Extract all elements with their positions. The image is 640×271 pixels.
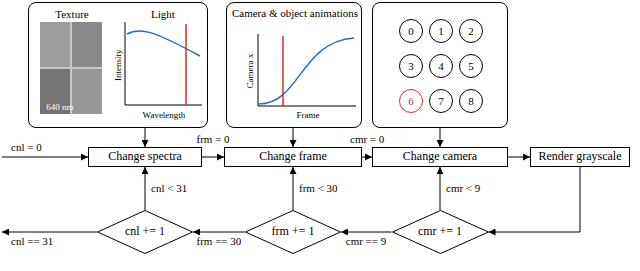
camera-circle: 5 — [459, 54, 483, 78]
plot-axes — [125, 22, 202, 105]
process-box: Change camera — [372, 147, 508, 167]
texture-image — [40, 22, 102, 114]
flow-arrow — [145, 128, 146, 147]
diamond-shape — [98, 211, 193, 254]
callout-number: 5 — [468, 60, 474, 73]
texture-tile — [72, 22, 102, 67]
panel-text: Wavelength — [143, 110, 186, 120]
plot-axes — [258, 34, 356, 106]
flow-arrow — [489, 167, 581, 232]
callout-number: 6 — [408, 95, 414, 108]
edge-label: frm = 0 — [196, 133, 231, 146]
panel-text: Camera x — [245, 54, 255, 89]
edge-label: cmr < 9 — [445, 182, 481, 195]
panel-text: 640 nm — [46, 102, 73, 112]
panel-text: Frame — [297, 110, 320, 120]
panel-text: Light — [151, 8, 175, 21]
entry-arrow — [2, 157, 88, 158]
edge-label: cmr == 9 — [345, 235, 388, 248]
node-label: cnl += 1 — [125, 225, 165, 239]
diamond-shape — [246, 211, 341, 254]
flow-arrow — [508, 157, 530, 158]
callout-number: 3 — [408, 60, 414, 73]
texture-seam — [40, 67, 102, 69]
node-label: Change frame — [259, 150, 327, 164]
edge-label: frm == 30 — [196, 235, 243, 248]
flow-arrow — [193, 232, 245, 233]
flow-arrow — [341, 232, 392, 233]
callout-number: 0 — [408, 25, 414, 38]
decision-diamond: frm += 1 — [245, 210, 341, 254]
node-label: cmr += 1 — [418, 225, 462, 239]
decision-diamond: cnl += 1 — [97, 210, 193, 254]
wavelength-marker — [185, 24, 187, 105]
flow-arrow — [145, 167, 146, 210]
node-label: Change camera — [403, 150, 477, 164]
process-box: Change frame — [224, 147, 362, 167]
texture-light-panel: Texture 640 nm LightIntensityWavelength — [28, 2, 208, 128]
node-label: Change spectra — [108, 150, 182, 164]
camera-grid-panel: 0 1 2 3 4 5 6 7 8 — [372, 2, 508, 128]
exit-arrow — [2, 232, 97, 233]
decision-diamond: cmr += 1 — [392, 210, 489, 254]
process-box: Change spectra — [88, 147, 202, 167]
flow-arrow — [440, 167, 441, 210]
flow-label: cnl = 0 — [10, 141, 43, 154]
frame-marker — [282, 36, 284, 106]
flow-arrow — [362, 157, 372, 158]
camera-circle: 7 — [429, 89, 453, 113]
camera-circle: 1 — [429, 19, 453, 43]
process-box: Render grayscale — [530, 147, 630, 167]
camera-circle: 4 — [429, 54, 453, 78]
panel-text: Intensity — [113, 49, 123, 81]
camera-circle: 2 — [459, 19, 483, 43]
flow-arrow — [202, 157, 224, 158]
callout-number: 2 — [468, 25, 474, 38]
edge-label: cnl < 31 — [150, 182, 188, 195]
flow-arrow — [293, 167, 294, 210]
panel-text: Camera & object animations — [230, 7, 360, 20]
callout-number: 7 — [438, 95, 444, 108]
diamond-shape — [392, 211, 488, 254]
animation-panel: Camera & object animationsCamera x Frame — [226, 2, 362, 128]
node-label: frm += 1 — [272, 225, 315, 239]
callout-number: 4 — [438, 60, 444, 73]
edge-label: frm < 30 — [298, 182, 339, 195]
spectrum-curve — [127, 31, 200, 56]
flow-arrow — [293, 128, 294, 147]
texture-tile — [72, 69, 102, 114]
camera-circle: 0 — [399, 19, 423, 43]
animation-curve — [259, 38, 354, 104]
node-label: Render grayscale — [539, 150, 622, 164]
camera-circle: 3 — [399, 54, 423, 78]
callout-number: 8 — [468, 95, 474, 108]
camera-circle: 6 — [399, 89, 423, 113]
panel-text: Texture — [55, 8, 88, 21]
flow-label: cnl == 31 — [10, 235, 54, 248]
edge-label: cmr = 0 — [349, 133, 385, 146]
texture-tile — [40, 22, 70, 67]
callout-number: 1 — [438, 25, 444, 38]
flow-arrow — [440, 128, 441, 147]
camera-circle: 8 — [459, 89, 483, 113]
